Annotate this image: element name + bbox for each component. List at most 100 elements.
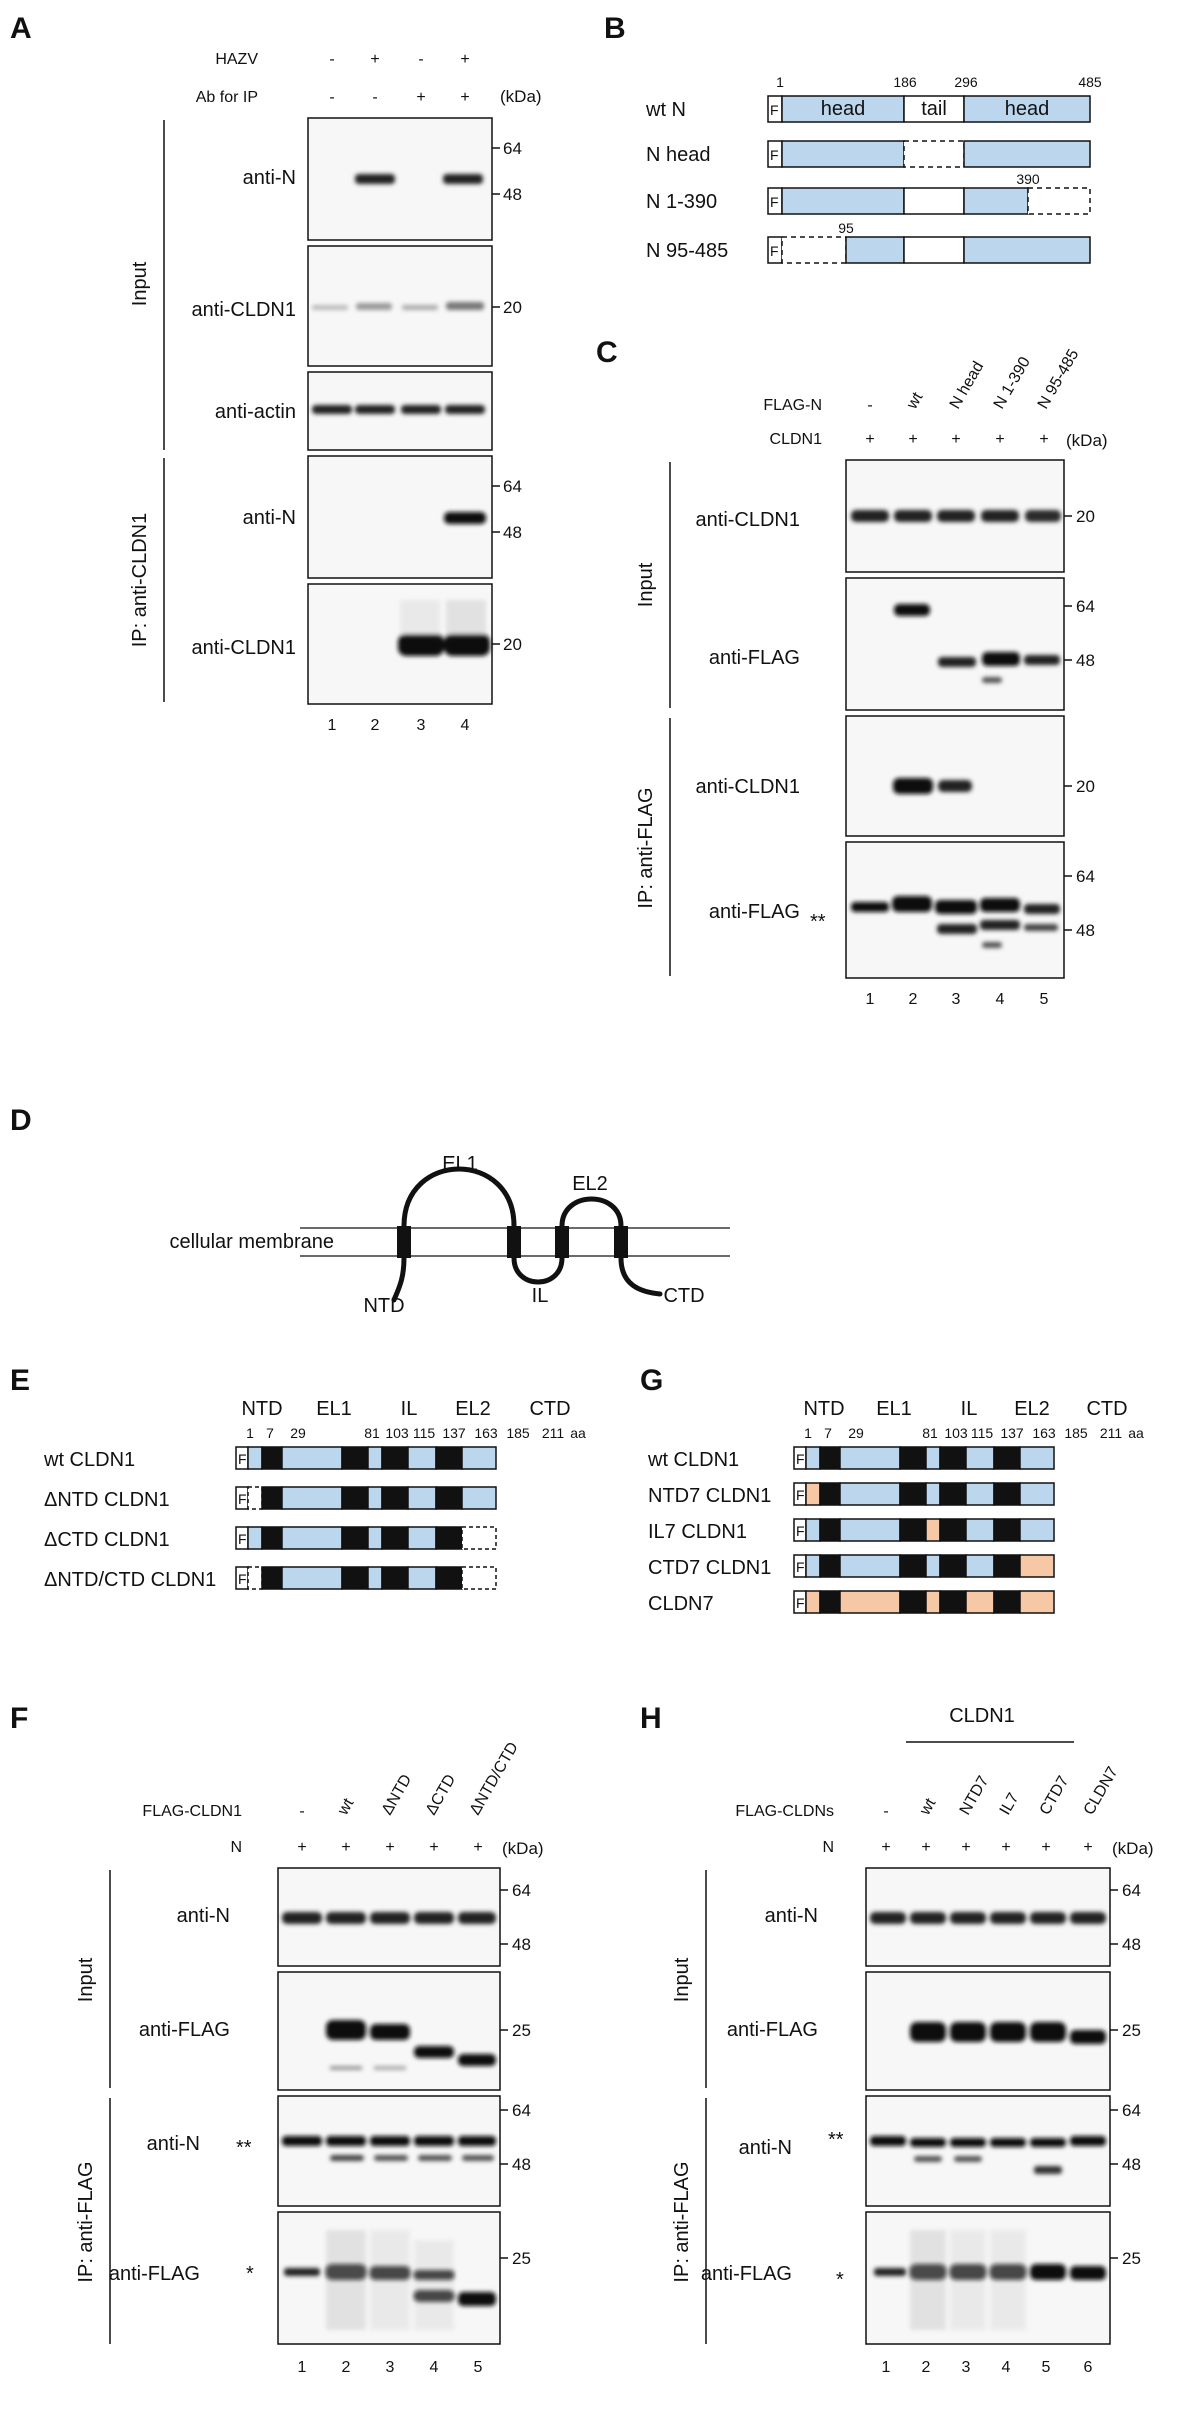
kda-label: (kDa): [502, 1839, 544, 1858]
domain-segment: [247, 1486, 263, 1510]
lane-number: 5: [1042, 2359, 1051, 2376]
blot-label: anti-FLAG: [709, 647, 800, 669]
domain-segment: [341, 1486, 369, 1510]
sign: +: [951, 431, 960, 448]
domain-label: CTD: [529, 1398, 570, 1420]
position-number: 115: [413, 1425, 436, 1441]
band: [443, 174, 483, 184]
sign: +: [370, 51, 379, 68]
construct-label: wt CLDN1: [43, 1449, 135, 1471]
blot: [865, 1867, 1111, 1967]
flag-tag: F: [770, 147, 779, 163]
band: [444, 512, 486, 524]
domain-segment: [381, 1486, 409, 1510]
kda-label: (kDa): [1112, 1839, 1154, 1858]
marker-label: 20: [503, 298, 522, 317]
band: [402, 305, 438, 310]
domain-segment: [925, 1554, 941, 1578]
position-number: 95: [838, 220, 854, 236]
panel-letter-h: H: [640, 1702, 662, 1735]
sign: +: [908, 431, 917, 448]
domain-segment: [839, 1518, 901, 1542]
kda-label: (kDa): [500, 87, 542, 106]
band: [444, 634, 490, 656]
blot-label: anti-FLAG: [727, 2019, 818, 2041]
blot-label: anti-N: [765, 1905, 818, 1927]
marker-label: 25: [1122, 2249, 1141, 2268]
lane-number: 1: [328, 717, 337, 734]
flag-tag: F: [770, 102, 779, 118]
domain-segment: [341, 1446, 369, 1470]
position-number: 296: [954, 74, 978, 90]
lane-number: 1: [866, 991, 875, 1008]
blot-label: anti-N: [739, 2137, 792, 2159]
domain-segment: [993, 1590, 1021, 1614]
lane-number: 4: [1002, 2359, 1011, 2376]
domain-segment: [965, 1446, 995, 1470]
lane-number: 5: [474, 2359, 483, 2376]
band: [355, 405, 395, 414]
loop-label: IL: [532, 1285, 549, 1307]
band: [312, 405, 352, 414]
domain-segment: [367, 1566, 383, 1590]
flag-tag: F: [796, 1487, 805, 1503]
column-label: N 1-390: [991, 354, 1034, 412]
blot: [845, 577, 1065, 711]
column-label: N head: [947, 359, 988, 412]
position-number: 81: [364, 1425, 380, 1441]
domain-segment: [261, 1446, 283, 1470]
band: [446, 302, 484, 310]
marker-label: 64: [1076, 597, 1095, 616]
domain-segment: [819, 1518, 841, 1542]
panel-d: D cellular membrane EL1 EL2 NTD IL CTD: [10, 1104, 730, 1317]
smear: [400, 600, 440, 636]
column-label: -: [299, 1803, 304, 1820]
domain-segment: [839, 1446, 901, 1470]
panel-letter-f: F: [10, 1702, 28, 1735]
column-label: CTD7: [1037, 1773, 1073, 1818]
panel-h: H CLDN1 FLAG-CLDNs - wt NTD7 IL7 CTD7 CL…: [640, 1702, 1154, 2376]
smear: [446, 600, 486, 636]
position-number: 7: [266, 1425, 274, 1441]
domain-label: CTD: [1086, 1398, 1127, 1420]
domain-segment: [367, 1486, 383, 1510]
marker-label: 48: [1122, 2155, 1141, 2174]
sign: +: [1083, 1839, 1092, 1856]
band: [398, 634, 444, 656]
position-number: 211: [1100, 1425, 1123, 1441]
blot-label: anti-N: [177, 1905, 230, 1927]
domain-segment: [965, 1518, 995, 1542]
blot-label: anti-FLAG: [709, 901, 800, 923]
panel-letter-a: A: [10, 12, 32, 45]
marker-label: 48: [1076, 651, 1095, 670]
lane-number: 2: [909, 991, 918, 1008]
flag-tag: F: [238, 1491, 247, 1507]
position-number: 7: [824, 1425, 832, 1441]
domain-segment: [965, 1554, 995, 1578]
blot: [865, 1971, 1111, 2091]
blot-label: anti-N: [147, 2133, 200, 2155]
panel-letter-d: D: [10, 1104, 32, 1137]
panel-f: F FLAG-CLDN1 - wt ΔNTD ΔCTD ΔNTD/CTD N +…: [10, 1702, 544, 2376]
band: [355, 174, 395, 184]
lane-number: 4: [461, 717, 470, 734]
flag-tag: F: [238, 1451, 247, 1467]
lane-number: 3: [952, 991, 961, 1008]
domain-segment: [381, 1566, 409, 1590]
domain-segment: [1019, 1518, 1055, 1542]
panel-c: C FLAG-N - wt N head N 1-390 N 95-485 CL…: [596, 336, 1108, 1008]
panel-letter-g: G: [640, 1364, 663, 1397]
lane-number: 4: [996, 991, 1005, 1008]
band: [312, 305, 348, 310]
marker-label: 64: [503, 477, 522, 496]
blot-label: anti-CLDN1: [696, 776, 800, 798]
domain-segment: [461, 1446, 497, 1470]
column-label: N 95-485: [1035, 346, 1083, 412]
marker-label: 48: [512, 2155, 531, 2174]
lane-number: 2: [371, 717, 380, 734]
construct-label: CLDN7: [648, 1593, 714, 1615]
sign: +: [429, 1839, 438, 1856]
sign: +: [1041, 1839, 1050, 1856]
domain-segment: [461, 1486, 497, 1510]
